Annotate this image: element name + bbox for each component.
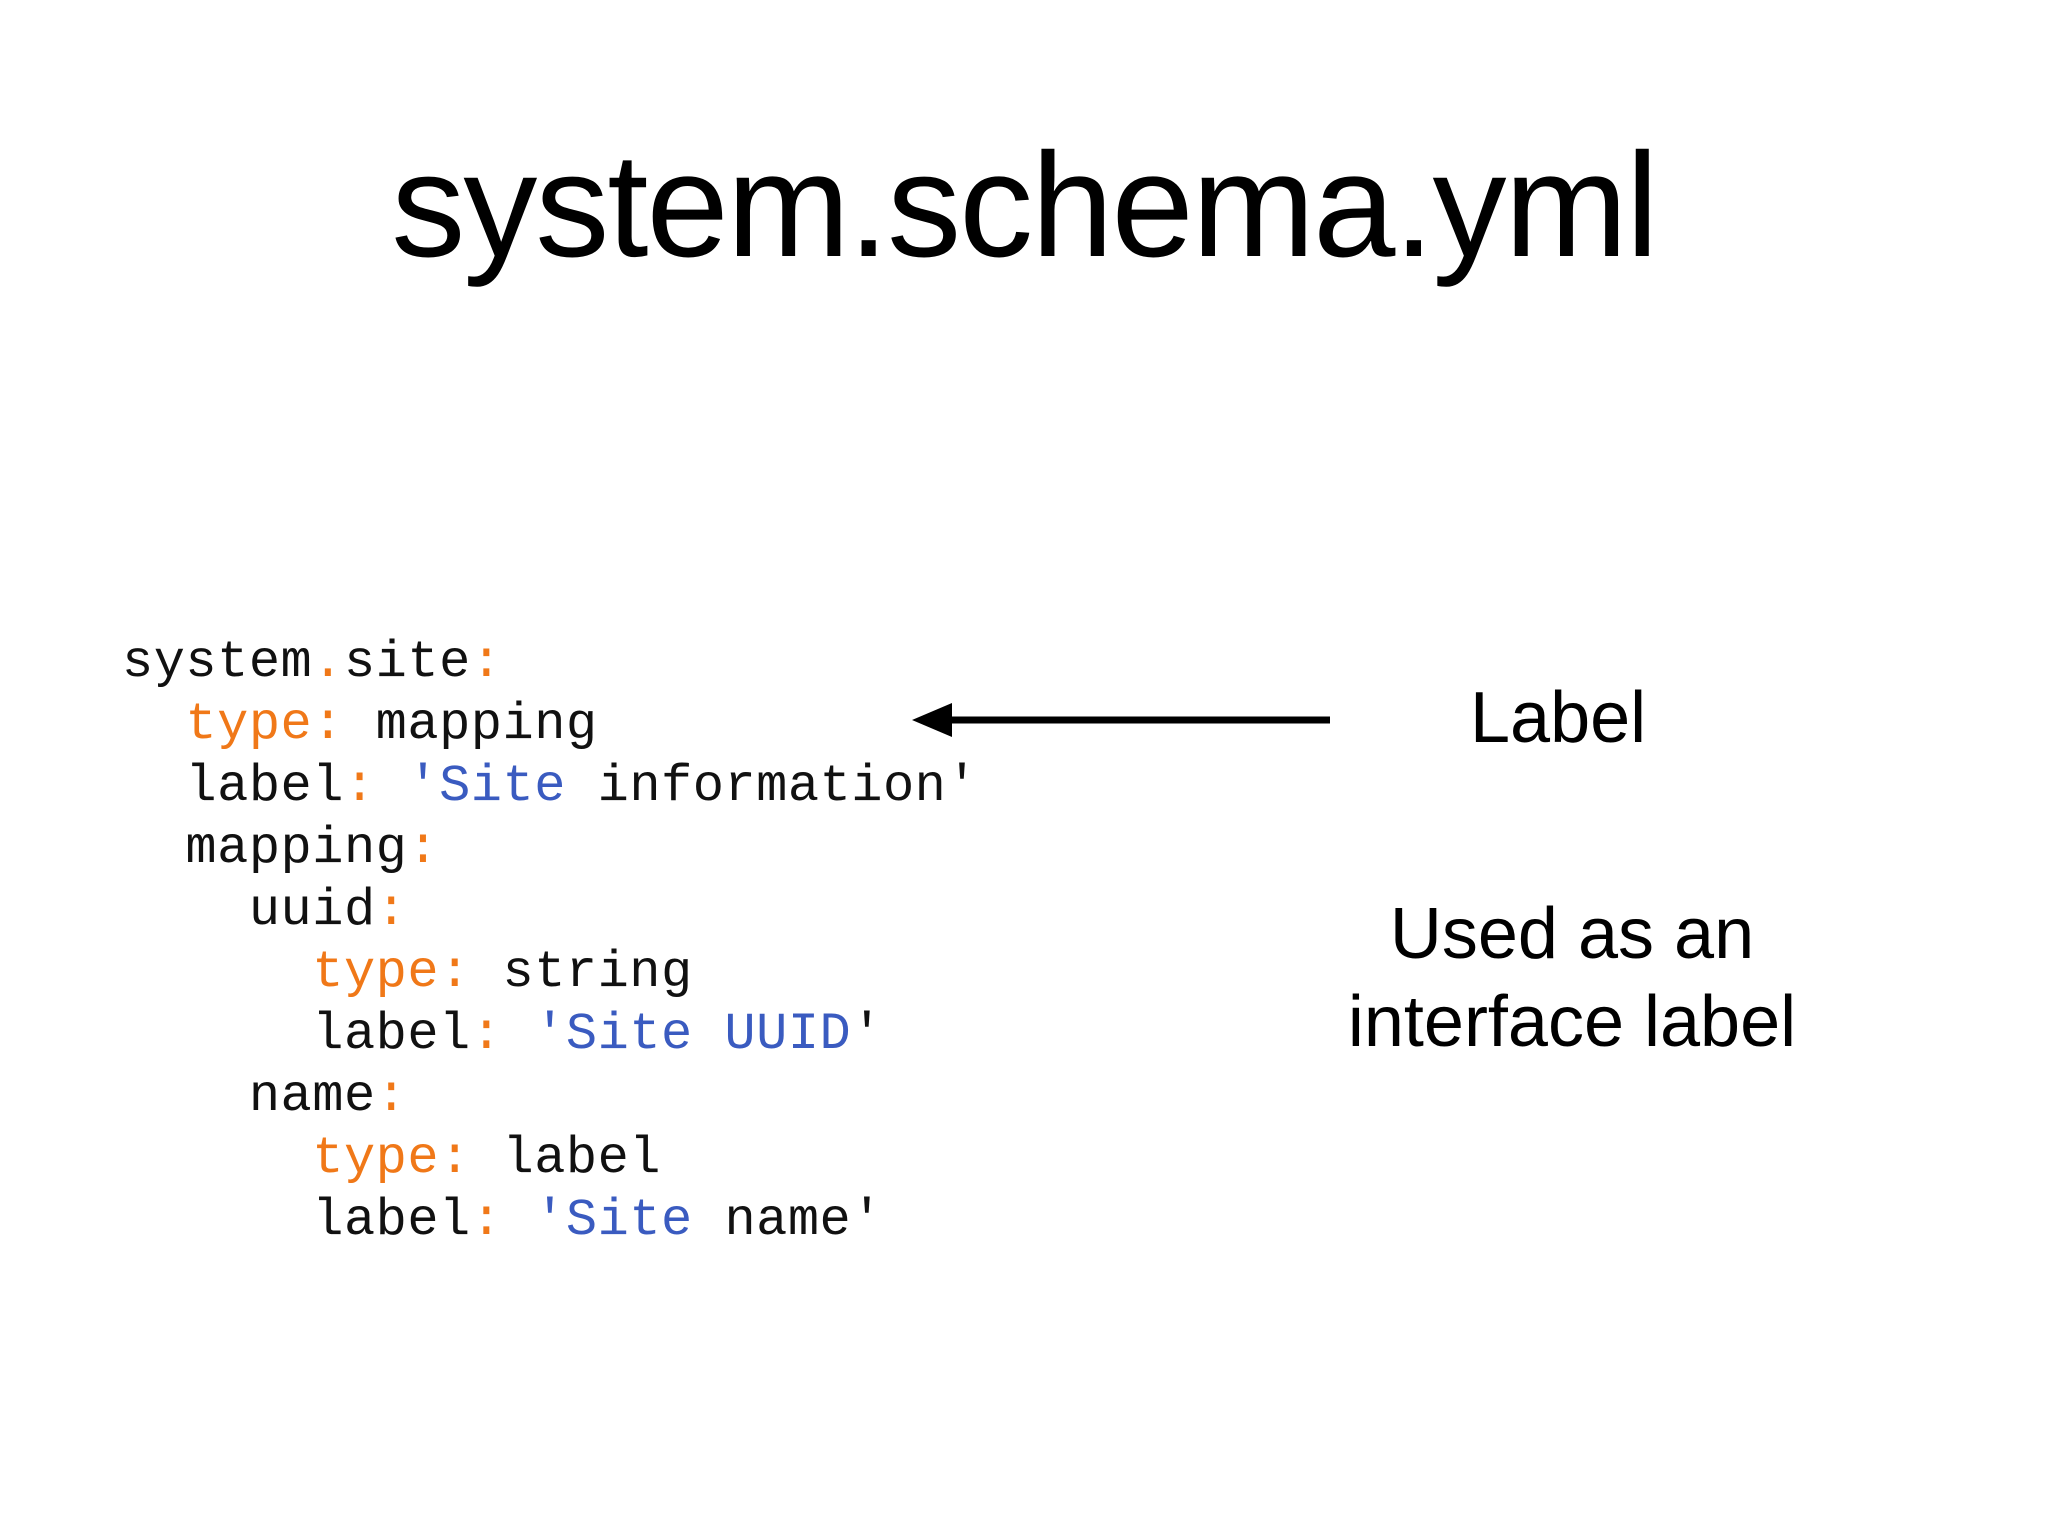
code-line: name: (122, 1066, 978, 1128)
code-token-punct: : (375, 1067, 408, 1126)
code-indent (122, 757, 185, 816)
code-token-plain: system (122, 633, 313, 692)
code-indent (122, 695, 185, 754)
code-token-key: : (312, 695, 344, 754)
code-token-plain (502, 1191, 534, 1250)
code-token-plain: label (470, 1129, 662, 1188)
code-token-plain: information' (565, 757, 979, 816)
code-line: system.site: (122, 632, 978, 694)
code-token-punct: : (470, 1191, 503, 1250)
callout-note-line-2: interface label (1347, 982, 1797, 1062)
annotation-arrow (912, 700, 1332, 740)
code-indent (122, 943, 312, 1002)
code-token-plain: mapping (185, 819, 408, 878)
code-token-plain: name (248, 1067, 376, 1126)
code-token-plain: label (185, 757, 344, 816)
code-line: label: 'Site information' (122, 756, 978, 818)
callout-note: Used as an interface label (1292, 890, 1852, 1066)
code-token-key: : (439, 943, 471, 1002)
code-token-plain: label (312, 1005, 471, 1064)
code-token-str: 'Site (407, 757, 566, 816)
code-token-punct: : (343, 757, 376, 816)
code-line: label: 'Site UUID' (122, 1004, 978, 1066)
callout-note-line-1: Used as an (1389, 894, 1755, 974)
code-token-key: : (439, 1129, 471, 1188)
code-token-punct: : (470, 1005, 503, 1064)
code-token-punct: : (470, 633, 503, 692)
code-line: type: label (122, 1128, 978, 1190)
code-token-punct: : (375, 881, 408, 940)
code-token-key: type (312, 943, 440, 1002)
code-token-str: 'Site UUID (534, 1005, 852, 1064)
code-token-plain: ' (851, 1005, 883, 1064)
code-indent (122, 1005, 312, 1064)
code-token-plain: name' (692, 1191, 883, 1250)
code-line: mapping: (122, 818, 978, 880)
page-title: system.schema.yml (391, 123, 1658, 288)
code-token-key: type (312, 1129, 440, 1188)
code-token-plain (502, 1005, 534, 1064)
code-indent (122, 819, 185, 878)
code-token-key: type (185, 695, 313, 754)
code-indent (122, 1067, 249, 1126)
code-token-punct: : (407, 819, 440, 878)
code-token-punct: . (312, 633, 344, 692)
code-line: label: 'Site name' (122, 1190, 978, 1252)
code-line: uuid: (122, 880, 978, 942)
code-token-plain (376, 757, 408, 816)
code-token-plain: uuid (248, 881, 376, 940)
code-token-plain: label (312, 1191, 471, 1250)
code-line: type: string (122, 942, 978, 1004)
yaml-code-block: system.site: type: mapping label: 'Site … (122, 632, 978, 1252)
code-indent (122, 881, 249, 940)
code-token-plain: mapping (343, 695, 598, 754)
arrow-left-icon (912, 703, 1330, 737)
code-token-plain: site (343, 633, 471, 692)
code-indent (122, 1191, 312, 1250)
code-indent (122, 1129, 312, 1188)
code-token-plain: string (470, 943, 693, 1002)
code-line: type: mapping (122, 694, 978, 756)
callout-label-text: Label (1470, 678, 1647, 758)
code-token-str: 'Site (534, 1191, 693, 1250)
